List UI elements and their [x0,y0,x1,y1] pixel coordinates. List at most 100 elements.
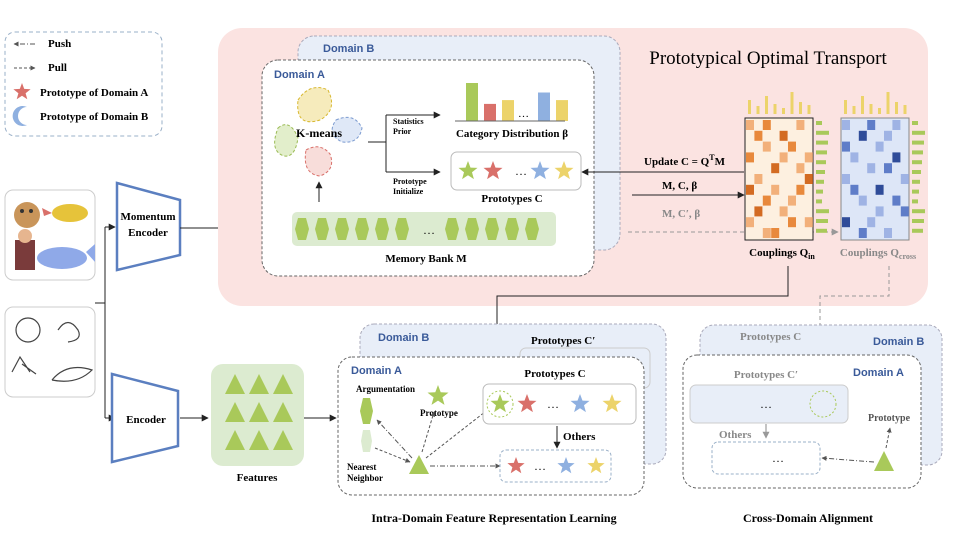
category-dist-label: Category Distribution β [456,128,568,140]
coupling-marginal-bar [816,140,828,145]
coupling-cell [762,195,771,206]
cross-others-label: Others [719,429,752,441]
legend-box [4,31,163,137]
coupling-cell [754,130,763,141]
coupling-cell [850,152,859,163]
coupling-marginal-bar [816,228,827,233]
coupling-cell [858,130,867,141]
coupling-marginal-bar [748,100,751,114]
feature-triangle [874,451,894,471]
memory-ellipsis: … [423,223,435,237]
coupling-marginal-bar [852,106,856,114]
pot-domain-b-label: Domain B [323,43,374,55]
moon-icon [12,106,27,126]
feature-triangle [225,402,245,422]
coupling-marginal-bar [816,219,828,223]
memory-hex [445,218,459,240]
features: Features [211,364,304,484]
coupling-cell [746,152,754,163]
others-ellipsis: … [534,459,546,473]
star-icon [490,394,510,413]
feature-triangle [273,402,293,422]
mc2b-label: M, C′, β [662,208,700,220]
coupling-marginal-bar [912,179,920,184]
cross-domain-a-label: Domain A [853,367,904,379]
sketch-whale-icon [51,367,94,382]
coupling-marginal-bar [816,199,822,204]
coupling-cell [892,120,901,130]
prototype-label: Prototype [420,408,458,418]
coupling-marginal-bar [912,219,924,223]
coupling-marginal-bar [816,121,822,125]
augment-hex [360,398,373,424]
coupling-cell [884,163,892,174]
coupling-marginal-bar [816,150,827,155]
star-icon [13,83,31,100]
coupling-cell [900,206,909,217]
person-icon [15,240,35,270]
pot-title: Prototypical Optimal Transport [649,48,887,69]
star-icon [602,394,622,413]
coupling-marginal-bar [799,102,802,114]
sketch-tiger-icon [15,317,41,343]
whale-icon [37,247,87,269]
mcb-label: M, C, β [662,180,697,192]
proto-init-1: Prototype [393,177,427,186]
coupling-cell [850,184,859,195]
coupling-marginal-bar [912,209,925,214]
feature-triangle [225,374,245,394]
coupling-cell [779,206,788,217]
neighbor-hex [361,430,372,452]
update-label: Update C = QTM [644,153,726,168]
coupling-marginal-bar [807,105,811,114]
coupling-cell [788,195,796,206]
legend-proto-a: Prototype of Domain A [40,87,148,99]
feature-triangle [249,374,269,394]
coupling-marginal-bar [912,199,918,204]
coupling-cell [779,152,788,163]
coupling-marginal-bar [912,160,922,165]
intra-domain-a-label: Domain A [351,365,402,377]
coupling-marginal-bar [816,179,824,184]
category-bar [502,100,514,121]
coupling-cell [788,141,796,152]
feature-triangle [409,455,429,474]
intra-panel: Domain B Prototypes C′ Domain A Argument… [337,323,667,525]
legend-push: Push [48,38,71,50]
memory-hex [395,218,409,240]
coupling-marginal-bar [903,105,907,114]
coupling-cell [779,130,788,141]
coupling-cell [754,206,763,217]
coupling-cell [771,163,780,174]
nearest-1: Nearest [347,462,376,472]
coupling-cell [796,163,805,174]
memory-hex [485,218,499,240]
kmeans-label: K-means [296,126,342,140]
memory-hex [465,218,479,240]
coupling-marginal-bar [886,92,890,114]
features-label: Features [237,472,278,484]
momentum-encoder-label-1: Momentum [121,211,176,223]
coupling-marginal-bar [816,130,829,135]
feature-triangle [273,430,293,450]
coupling-cell [796,184,805,195]
coupling-cell [858,195,867,206]
coupling-cell [788,217,796,228]
coupling-marginal-bar [861,96,864,114]
coupling-cell [842,174,850,184]
coupling-marginal-bar [782,108,785,114]
coupling-cell [842,217,850,228]
star-icon [517,394,537,413]
coupling-cell [867,217,876,228]
intra-prototypes-c: Prototypes C [524,368,585,380]
nearest-2: Neighbor [347,473,383,483]
cross-prototypes-c: Prototypes C [740,331,801,343]
coupling-marginal-bar [756,106,760,114]
star-icon [458,161,478,180]
star-icon [557,457,575,474]
couplings-qcross-label: Couplings Qcross [840,247,916,261]
cross-prototypes-box [689,384,849,424]
sketch-bird-icon [57,321,80,343]
cross-domain-b-label: Domain B [873,336,924,348]
